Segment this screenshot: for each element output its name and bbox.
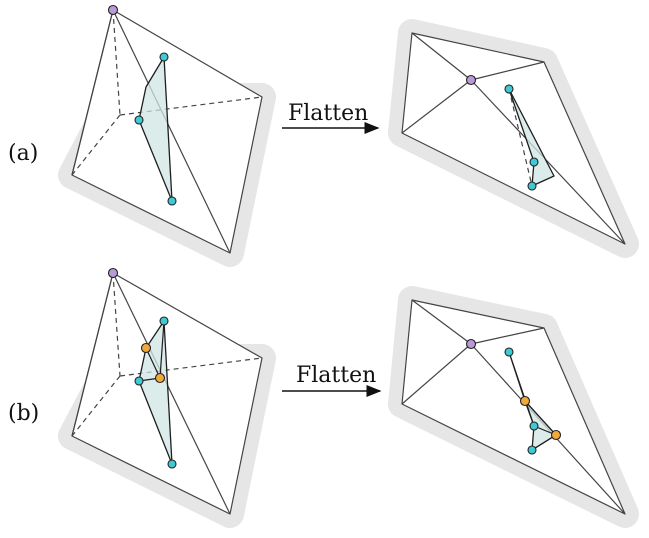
row-a-3d-mesh <box>58 4 276 267</box>
row-a-3d-patch-vertex <box>167 196 177 206</box>
row-a-flat-apex-vertex <box>465 74 477 86</box>
row-a-3d-hidden-edge <box>71 114 121 176</box>
row-a-3d-patch-vertex <box>134 115 144 125</box>
row-b-3d-inserted-vertex <box>154 372 166 384</box>
row-b-3d-edge <box>71 272 114 437</box>
row-a-flatten-arrow: Flatten <box>282 101 380 134</box>
row-b-3d-patch-vertex <box>134 376 144 386</box>
row-b-3d-patch-split-edge <box>145 347 161 379</box>
row-b-3d-inserted-vertex <box>140 342 152 354</box>
row-b-flat-edge <box>411 299 472 345</box>
row-b-3d-hidden-edge <box>71 375 121 437</box>
row-a-3d-hidden-edge <box>119 96 263 116</box>
row-a-flat-mesh <box>388 19 639 258</box>
row-a-3d-edge <box>112 9 231 254</box>
row-b-3d-patch-vertex <box>159 316 169 326</box>
row-b-arrow-label: Flatten <box>296 363 376 388</box>
row-b-flat-mesh <box>388 286 639 528</box>
row-b: (b) Flatten <box>8 267 639 528</box>
row-a: (a) Flatten <box>8 4 639 267</box>
row-b-flat-edge <box>401 343 472 405</box>
row-b-flatten-arrow: Flatten <box>282 363 382 397</box>
row-b-3d-patch-split-edge <box>159 320 165 379</box>
row-a-flat-edge <box>470 79 626 245</box>
row-b-flat-apex-vertex <box>465 338 477 350</box>
row-b-3d-hidden-edge <box>119 357 263 377</box>
row-a-flat-patch-vertex <box>527 181 537 191</box>
row-a-3d-patch-vertex <box>159 52 169 62</box>
row-a-flat-edge <box>411 32 472 81</box>
row-a-3d-edge <box>71 9 114 176</box>
row-b-flat-patch-vertex <box>504 347 514 357</box>
row-b-label: (b) <box>8 401 39 426</box>
row-b-flat-edge <box>470 327 545 345</box>
row-a-flat-overlap-edge <box>508 88 533 187</box>
row-a-arrow-label: Flatten <box>288 101 368 126</box>
row-b-3d-patch-vertex <box>167 459 177 469</box>
row-b-3d-apex-vertex <box>107 267 119 279</box>
row-b-flat-inserted-vertex <box>519 395 531 407</box>
row-b-3d-edge <box>112 272 231 515</box>
row-a-3d-apex-vertex <box>107 4 119 16</box>
row-b-flat-patch-vertex <box>529 421 539 431</box>
row-a-label: (a) <box>8 141 38 166</box>
row-b-flat-inserted-vertex <box>550 429 562 441</box>
row-a-flat-edge <box>401 79 472 134</box>
row-b-flat-patch-vertex <box>527 445 537 455</box>
row-a-flat-patch-vertex <box>504 84 514 94</box>
row-a-flat-edge <box>470 61 545 81</box>
row-b-3d-mesh <box>58 267 276 528</box>
row-a-flat-patch-vertex <box>529 157 539 167</box>
